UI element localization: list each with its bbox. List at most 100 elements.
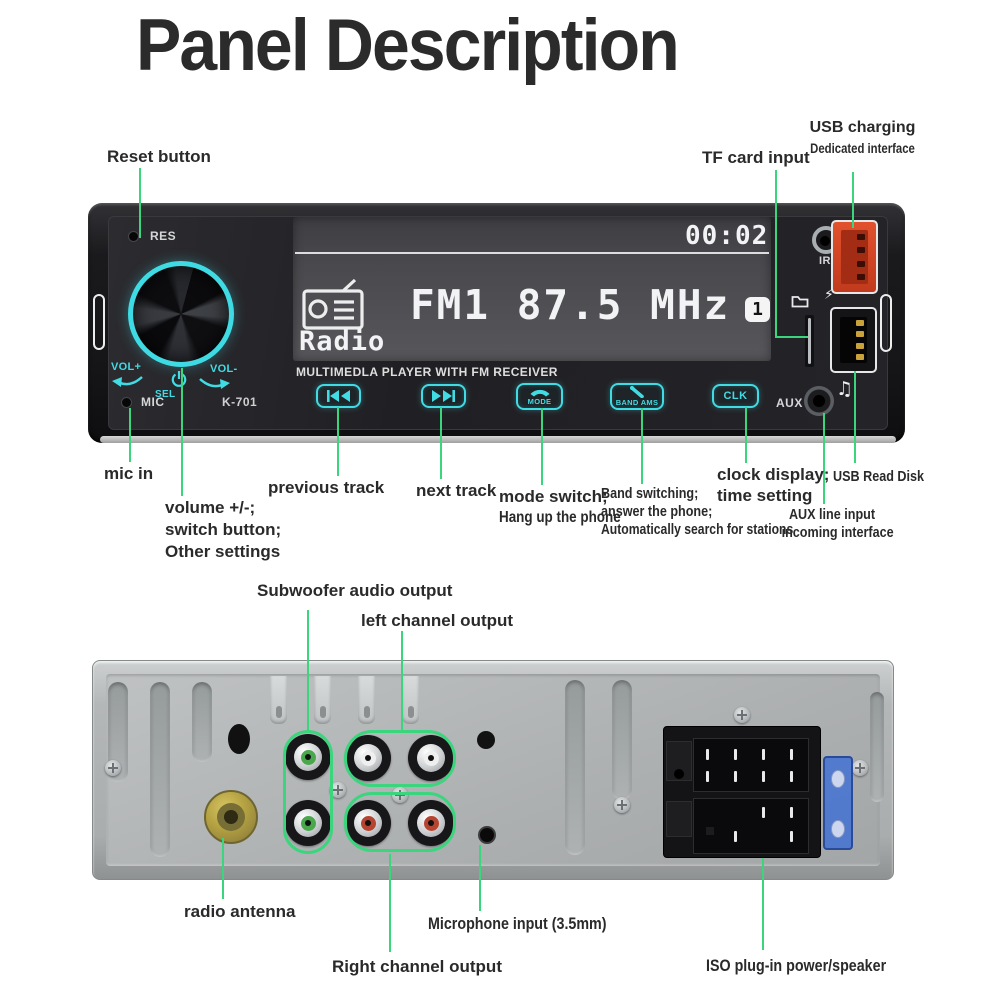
right-channel-group-outline [344, 792, 456, 852]
front-bottom-trim [100, 436, 896, 443]
answer-phone-icon [630, 386, 644, 398]
callout-line-tf-card-elbow [775, 336, 808, 338]
callout-line-iso [762, 858, 764, 950]
left-channel-group-outline [344, 730, 456, 787]
casting-tab [314, 676, 331, 724]
label-radio-antenna: radio antenna [184, 902, 296, 921]
usb-read-port [830, 307, 877, 373]
display-tagline: MULTIMEDLA PLAYER WITH FM RECEIVER [296, 365, 558, 379]
vol-minus-arrow-icon [199, 378, 230, 389]
vol-plus-marking: VOL+ [111, 361, 142, 373]
mic-hole [121, 397, 132, 408]
callout-line-volume [181, 368, 183, 496]
callout-line-clock [745, 407, 747, 463]
casting-groove [870, 692, 884, 802]
callout-line-antenna [222, 838, 224, 899]
microphone-input-jack [478, 826, 496, 844]
usb-charging-port [831, 220, 878, 294]
display-separator [295, 252, 769, 254]
label-previous-track: previous track [268, 478, 385, 497]
label-mode-switch: mode switch; Hang up the phone [499, 486, 644, 528]
callout-line-usb-read [854, 371, 856, 463]
aux-marking: AUX [776, 396, 803, 410]
usb-charging-tongue [841, 230, 868, 284]
aux-jack [804, 386, 834, 416]
fuse [823, 756, 853, 850]
label-volume-line1: volume +/-; [165, 498, 256, 517]
label-microphone-input: Microphone input (3.5mm) [428, 914, 607, 933]
usb-read-tongue [840, 317, 867, 363]
model-marking: K-701 [222, 395, 258, 409]
hang-up-phone-icon [530, 389, 549, 397]
music-note-icon: ♫ [836, 378, 854, 400]
label-mode-line2: Hang up the phone [499, 509, 621, 526]
casting-tab [270, 676, 287, 724]
label-right-channel-output: Right channel output [332, 957, 502, 976]
next-track-icon [432, 390, 455, 402]
res-marking: RES [150, 229, 177, 243]
display-clock: 00:02 [685, 221, 769, 251]
label-clock-line1: clock display; [717, 465, 830, 484]
callout-line-right-channel [389, 854, 391, 952]
mode-button-label: MODE [527, 397, 552, 406]
radio-icon [302, 278, 364, 330]
callout-line-next-track [440, 407, 442, 479]
left-mount-slot [93, 294, 105, 350]
casting-groove [612, 680, 632, 800]
rear-round-hole [477, 731, 495, 749]
casting-groove [150, 682, 170, 857]
ir-sensor-dot [820, 236, 830, 246]
casting-tab [402, 676, 419, 724]
screw [734, 707, 750, 723]
label-usb-read-disk: USB Read Disk [833, 468, 925, 485]
vol-minus-marking: VOL- [210, 363, 238, 375]
lcd-display [293, 217, 771, 361]
label-iso-plug: ISO plug-in power/speaker [706, 956, 887, 975]
preset-badge: 1 [745, 297, 770, 322]
screw [852, 760, 868, 776]
power-icon [171, 371, 187, 387]
band-button-label: BAND AMS [615, 398, 659, 407]
casting-groove [565, 680, 585, 855]
label-reset-button: Reset button [107, 147, 211, 166]
screw [105, 760, 121, 776]
clk-button: CLK [712, 384, 759, 408]
label-band-line3: Automatically search for stations [601, 522, 794, 538]
folder-icon [791, 296, 809, 308]
callout-line-aux [823, 413, 825, 504]
label-band-switching: Band switching; answer the phone; Automa… [601, 485, 830, 539]
sel-marking: SEL [155, 389, 176, 400]
label-clock-display: clock display; time setting [717, 464, 829, 506]
radio-antenna-hole [224, 810, 238, 824]
callout-line-mode [541, 408, 543, 485]
callout-line-subwoofer [307, 610, 309, 730]
volume-knob [128, 261, 234, 367]
label-mic-in: mic in [104, 464, 154, 483]
label-band-line1: Band switching; [601, 485, 699, 502]
label-aux-line-input: AUX line input incoming interface [772, 506, 894, 542]
tf-card-slot [805, 315, 814, 367]
screw [330, 782, 346, 798]
label-volume-line2: switch button; [165, 520, 282, 539]
label-usb-charging: USB charging Dedicated interface [800, 117, 925, 159]
display-source: Radio [299, 326, 386, 357]
screw [392, 787, 408, 803]
label-aux-line2: incoming interface [781, 524, 894, 541]
callout-line-tf-card [775, 170, 777, 338]
display-station: FM1 87.5 MHz [410, 281, 731, 329]
label-band-line2: answer the phone; [601, 503, 713, 520]
label-volume-line3: Other settings [165, 542, 281, 561]
callout-line-left-channel [401, 631, 403, 731]
label-tf-card-input: TF card input [702, 148, 810, 167]
band-button: BAND AMS [610, 383, 664, 410]
iso-connector [663, 726, 821, 858]
label-usb-charging-line1: USB charging [809, 119, 916, 136]
right-mount-slot [880, 294, 892, 352]
label-subwoofer-output: Subwoofer audio output [257, 581, 453, 600]
label-left-channel-output: left channel output [361, 611, 514, 630]
callout-line-microphone [479, 845, 481, 911]
casting-groove [108, 682, 128, 782]
callout-line-band [641, 408, 643, 484]
label-mode-line1: mode switch; [499, 487, 608, 506]
